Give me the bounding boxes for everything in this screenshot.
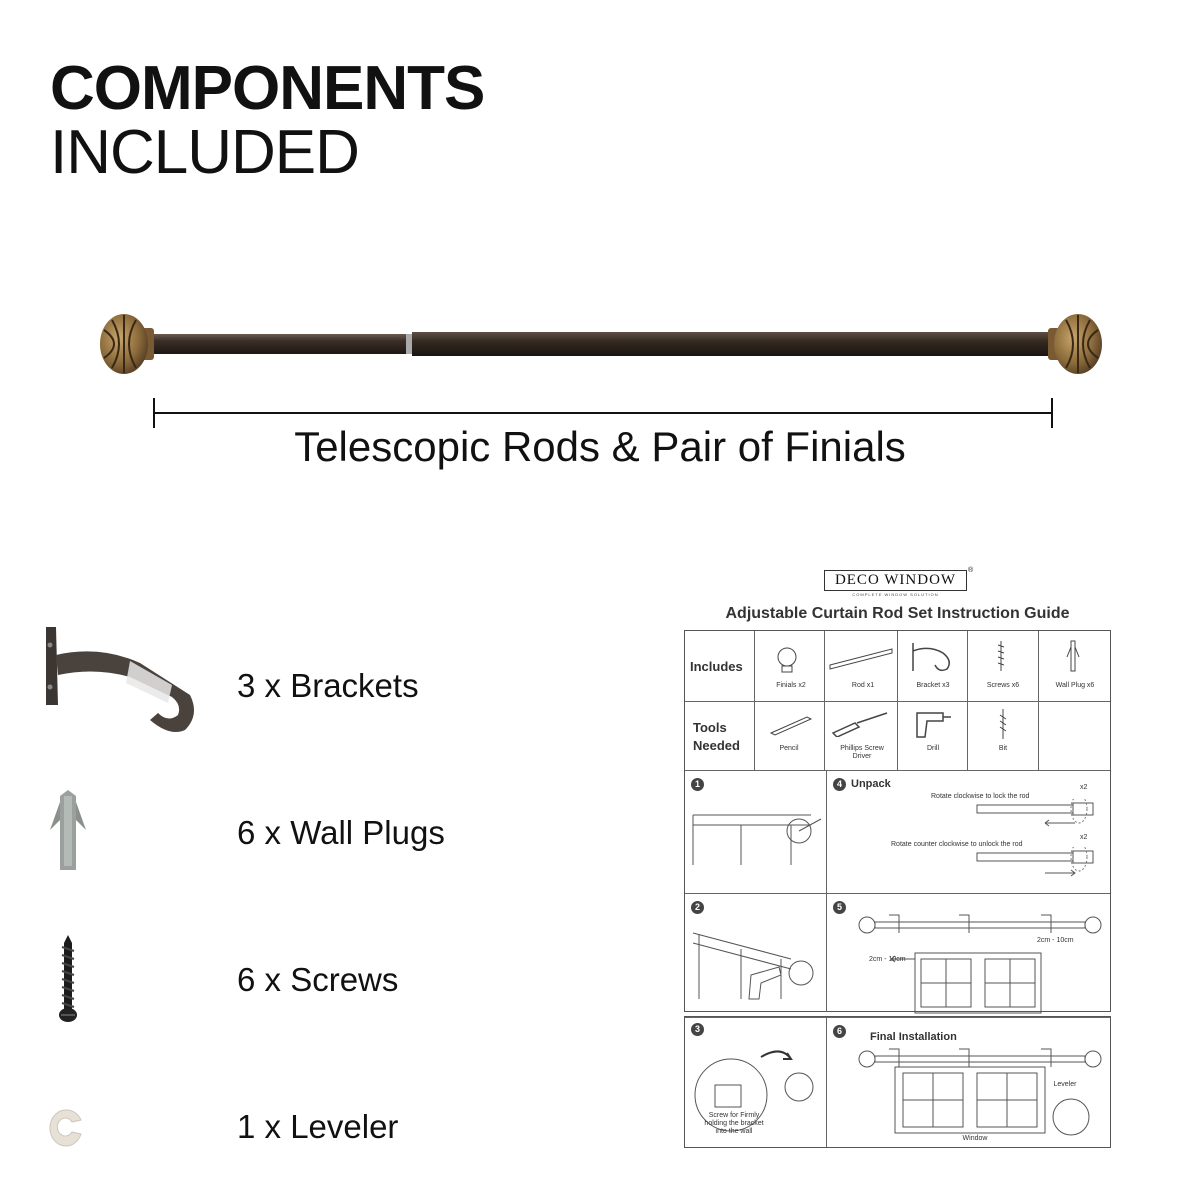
instruction-table-bottom-row: Screw for Firmly holding the bracket int… [684, 1016, 1111, 1148]
lock-rod-diagram [976, 799, 1094, 827]
include-rod: Rod x1 [851, 682, 875, 689]
include-finials: Finials x2 [776, 682, 806, 689]
tool-bit: Bit [998, 745, 1008, 752]
instruction-table: Includes Finials x2 Rod x1 Bracket x3 Sc… [684, 630, 1111, 1036]
tool-driver: Driver [852, 753, 872, 760]
step-6-number: 6 [833, 1025, 846, 1038]
rod-inner-section [150, 334, 410, 354]
screws-small-icon [997, 641, 1005, 671]
rod-caption: Telescopic Rods & Pair of Finials [294, 423, 906, 470]
guide-title: Adjustable Curtain Rod Set Instruction G… [725, 605, 1070, 622]
right-finial [1048, 314, 1102, 374]
step-5-illustration [858, 914, 1102, 1014]
telescopic-rod-image [100, 314, 1102, 428]
page-title-line-2: INCLUDED [50, 118, 360, 187]
page-title-line-1: COMPONENTS [50, 54, 485, 123]
screwdriver-icon [831, 712, 888, 737]
dimension-line [153, 398, 1053, 428]
unlock-count: x2 [1080, 834, 1088, 841]
component-screws-label: 6 x Screws [237, 961, 399, 998]
bit-icon [999, 709, 1007, 739]
step-1-number: 1 [691, 778, 704, 791]
gap-left-label: 2cm - 10cm [869, 956, 906, 963]
screw-note-line-2: holding the bracket [704, 1120, 764, 1127]
bracket-icon [46, 627, 194, 733]
left-finial [100, 314, 154, 374]
unlock-instruction: Rotate counter clockwise to unlock the r… [891, 841, 1023, 848]
lock-instruction: Rotate clockwise to lock the rod [931, 793, 1030, 800]
brand-registered-mark: ® [968, 567, 974, 574]
tool-phillips-screw: Phillips Screw [840, 745, 884, 752]
screw-note-line-3: into the wall [715, 1128, 753, 1135]
includes-label: Includes [690, 659, 743, 674]
step-6-title: Final Installation [870, 1031, 957, 1043]
component-brackets-label: 3 x Brackets [237, 667, 419, 704]
rod-icon [829, 648, 893, 670]
lock-count: x2 [1080, 784, 1088, 791]
leveler-callout: Leveler [1053, 1081, 1077, 1088]
tool-pencil: Pencil [779, 745, 799, 752]
wall-plug-icon [50, 790, 86, 870]
include-wall-plug: Wall Plug x6 [1055, 682, 1095, 689]
tools-label-line-1: Tools [693, 720, 727, 735]
wall-plug-small-icon [1066, 640, 1080, 672]
brand-logo: DECO WINDOW [824, 570, 967, 591]
step-3-number: 3 [691, 1023, 704, 1036]
screw-note-line-1: Screw for Firmly [708, 1112, 760, 1119]
pencil-icon [769, 716, 813, 736]
tool-drill: Drill [926, 745, 940, 752]
include-screws: Screws x6 [986, 682, 1020, 689]
step-1-illustration [692, 814, 822, 865]
step-5-number: 5 [833, 901, 846, 914]
step-2-number: 2 [691, 901, 704, 914]
component-leveler-label: 1 x Leveler [237, 1108, 399, 1145]
bracket-small-icon [912, 643, 950, 672]
step-2-illustration [692, 932, 814, 1000]
screw-icon [59, 935, 77, 1022]
rod-outer-section [412, 332, 1052, 356]
tools-label-line-2: Needed [693, 738, 740, 753]
gap-right-label: 2cm - 10cm [1037, 937, 1074, 944]
step-6-illustration [858, 1048, 1102, 1136]
step-4-title: Unpack [851, 778, 891, 790]
leveler-icon [49, 1109, 82, 1147]
step-3-illustration [694, 1050, 814, 1132]
brand-tagline: COMPLETE WINDOW SOLUTION [852, 592, 939, 597]
component-wall-plugs-label: 6 x Wall Plugs [237, 814, 445, 851]
step-4-number: 4 [833, 778, 846, 791]
rod-joint [406, 334, 412, 354]
drill-icon [916, 712, 951, 738]
unlock-rod-diagram [976, 847, 1094, 877]
include-bracket: Bracket x3 [916, 682, 950, 689]
window-callout: Window [962, 1135, 988, 1142]
finial-icon [777, 647, 797, 673]
